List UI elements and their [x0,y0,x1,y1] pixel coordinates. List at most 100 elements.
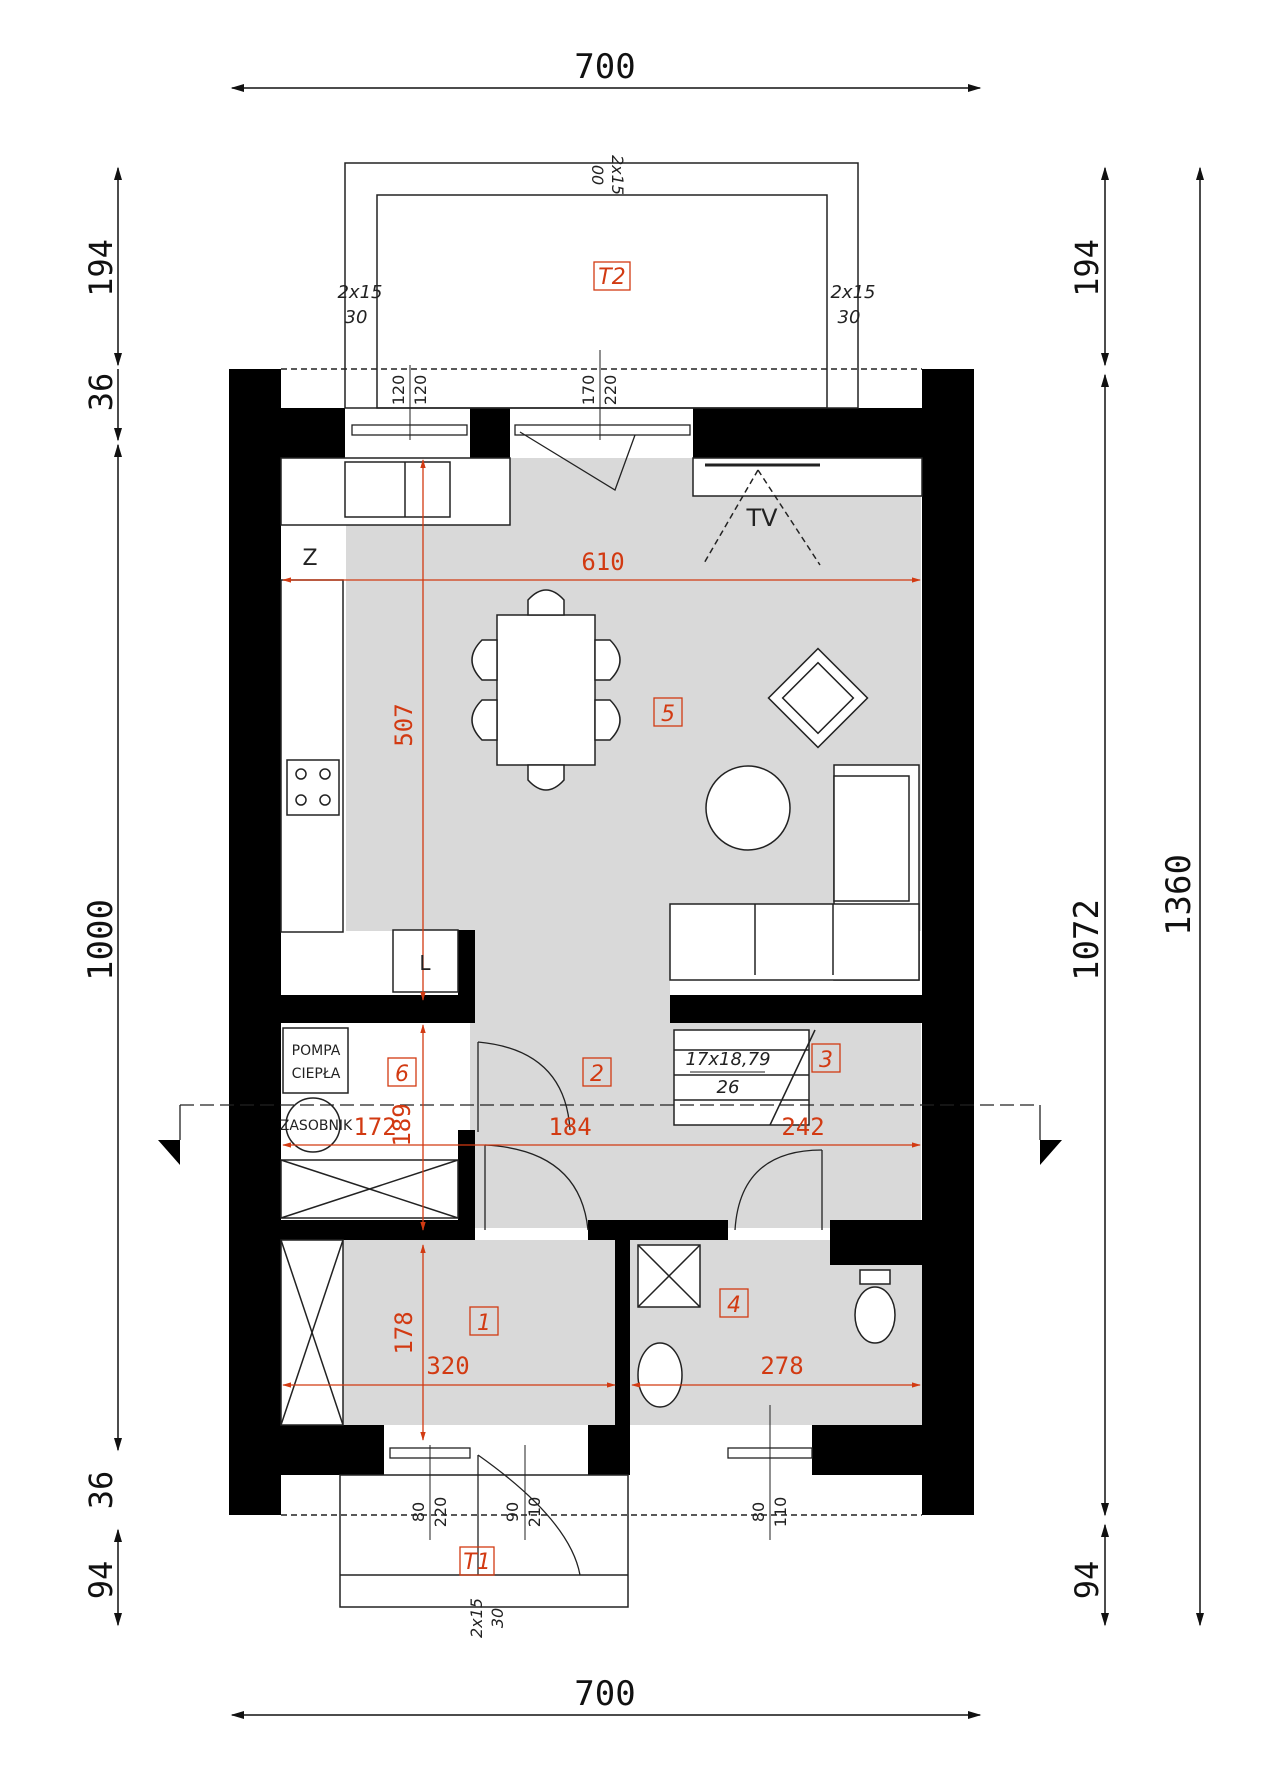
wardrobe-x2 [280,1239,344,1426]
wall-top-left [229,408,345,458]
step-front-sub: 30 [488,1608,507,1628]
room-6-box [387,1057,417,1087]
wall-partition-v1 [458,930,475,1023]
win-rear-door-w: 170 [579,375,598,406]
dim-right-1360-text: 1360 [1159,854,1199,936]
wall-bottom-right [812,1425,974,1475]
washbasin-icon [637,1342,683,1408]
wall-partition-v2 [458,1130,475,1220]
burner-1 [295,768,307,780]
room-T2-box [593,261,631,291]
room-1-box [469,1306,499,1336]
room-T1-box [459,1546,495,1576]
burner-2 [319,768,331,780]
red-dim-lines [282,459,921,1441]
wall-left [229,369,281,1515]
rdim-189-text: 189 [388,1103,416,1146]
sink-icon [344,461,451,518]
win-front-right-w: 80 [749,1502,768,1522]
burner-3 [295,794,307,806]
tank-label: ZASOBNIK [280,1118,353,1134]
toilet-tank [859,1269,891,1285]
stove-icon [286,759,340,816]
wall-partition-stair [670,995,922,1023]
room-2-label: 2 [590,1062,604,1087]
step-front-text: 2x15 [467,1598,486,1638]
dim-right-1072-text: 1072 [1067,899,1107,981]
rdim-242-text: 242 [781,1113,824,1141]
room1-floor [343,1240,615,1425]
wall-partition-h1 [278,995,475,1023]
dim-left-36a-text: 36 [82,373,120,412]
step-rear-right-sub: 30 [838,307,861,328]
heat-pump-label-2: CIEPŁA [292,1066,341,1082]
rdim-178-text: 178 [390,1311,418,1354]
win-front-door-w: 90 [503,1502,522,1522]
door-room4-arc [734,1149,823,1231]
tv-view-right [757,469,821,566]
chair-bottom [527,764,565,791]
section-line [158,1104,1062,1165]
rdim-184-text: 184 [548,1113,591,1141]
rdim-172-text: 172 [353,1113,396,1141]
room-T2-label: T2 [598,265,625,290]
step-rear-top-sub: 00 [588,165,607,185]
wall-partition-h3 [588,1220,728,1240]
chair-top [527,589,565,616]
step-rear-left-text: 2x15 [337,282,382,303]
chair-left-2 [471,699,498,741]
win-rear-left-h: 120 [411,375,430,406]
wall-partition-h4 [830,1220,922,1265]
room-5-label: 5 [661,702,675,727]
rdim-610-text: 610 [581,548,624,576]
dim-right-194-text: 194 [1068,239,1106,297]
armchair-seat [781,661,855,735]
wall-top-right [693,408,974,458]
dim-left-1000-text: 1000 [81,899,121,981]
wall-right [922,369,974,1515]
room-T1-label: T1 [463,1550,490,1575]
chair-left-1 [471,639,498,681]
terrace-rear-inner [376,194,828,409]
win-front-left-h: 220 [431,1497,450,1528]
heat-pump-label-1: POMPA [292,1043,341,1059]
rdim-320-text: 320 [426,1352,469,1380]
step-rear-top-text: 2x15 [608,155,627,195]
l-label: L [419,951,431,975]
room-6-label: 6 [395,1062,409,1087]
terrace-front [281,1474,922,1608]
sofa-chaise [833,775,910,902]
room-1-label: 1 [477,1311,491,1336]
dim-left-194-text: 194 [82,239,120,297]
shower-x2 [637,1244,701,1308]
hall-floor [470,928,670,1228]
wall-partition-h2 [278,1220,475,1240]
win-front-door-h: 210 [525,1497,544,1528]
room-2-box [582,1057,612,1087]
step-rear-left-sub: 30 [345,307,368,328]
rdim-278-text: 278 [760,1352,803,1380]
terrace-rear [281,162,922,409]
dim-top-text: 700 [574,47,635,87]
burner-4 [319,794,331,806]
room-4-box [719,1288,749,1318]
door-front-swing [477,1454,581,1576]
coffee-table [705,765,791,851]
dim-left-94-text: 94 [82,1561,120,1600]
tv-label: TV [745,504,778,532]
heat-pump [282,1027,349,1094]
window-rear-door [514,424,691,436]
section-arrow-right [1040,1140,1062,1165]
room-4-label: 4 [727,1293,741,1318]
furniture [280,457,923,1426]
room-3-box [811,1043,841,1073]
dim-left-36b-text: 36 [82,1471,120,1510]
dim-bottom-text: 700 [574,1674,635,1714]
window-ticks [409,350,771,1540]
dining-table [496,614,596,766]
dim-lines [113,83,1205,1720]
toilet-icon [854,1286,896,1344]
room-labels: T2 5 6 2 3 1 4 T1 [387,261,841,1576]
room-5-box [653,697,683,727]
